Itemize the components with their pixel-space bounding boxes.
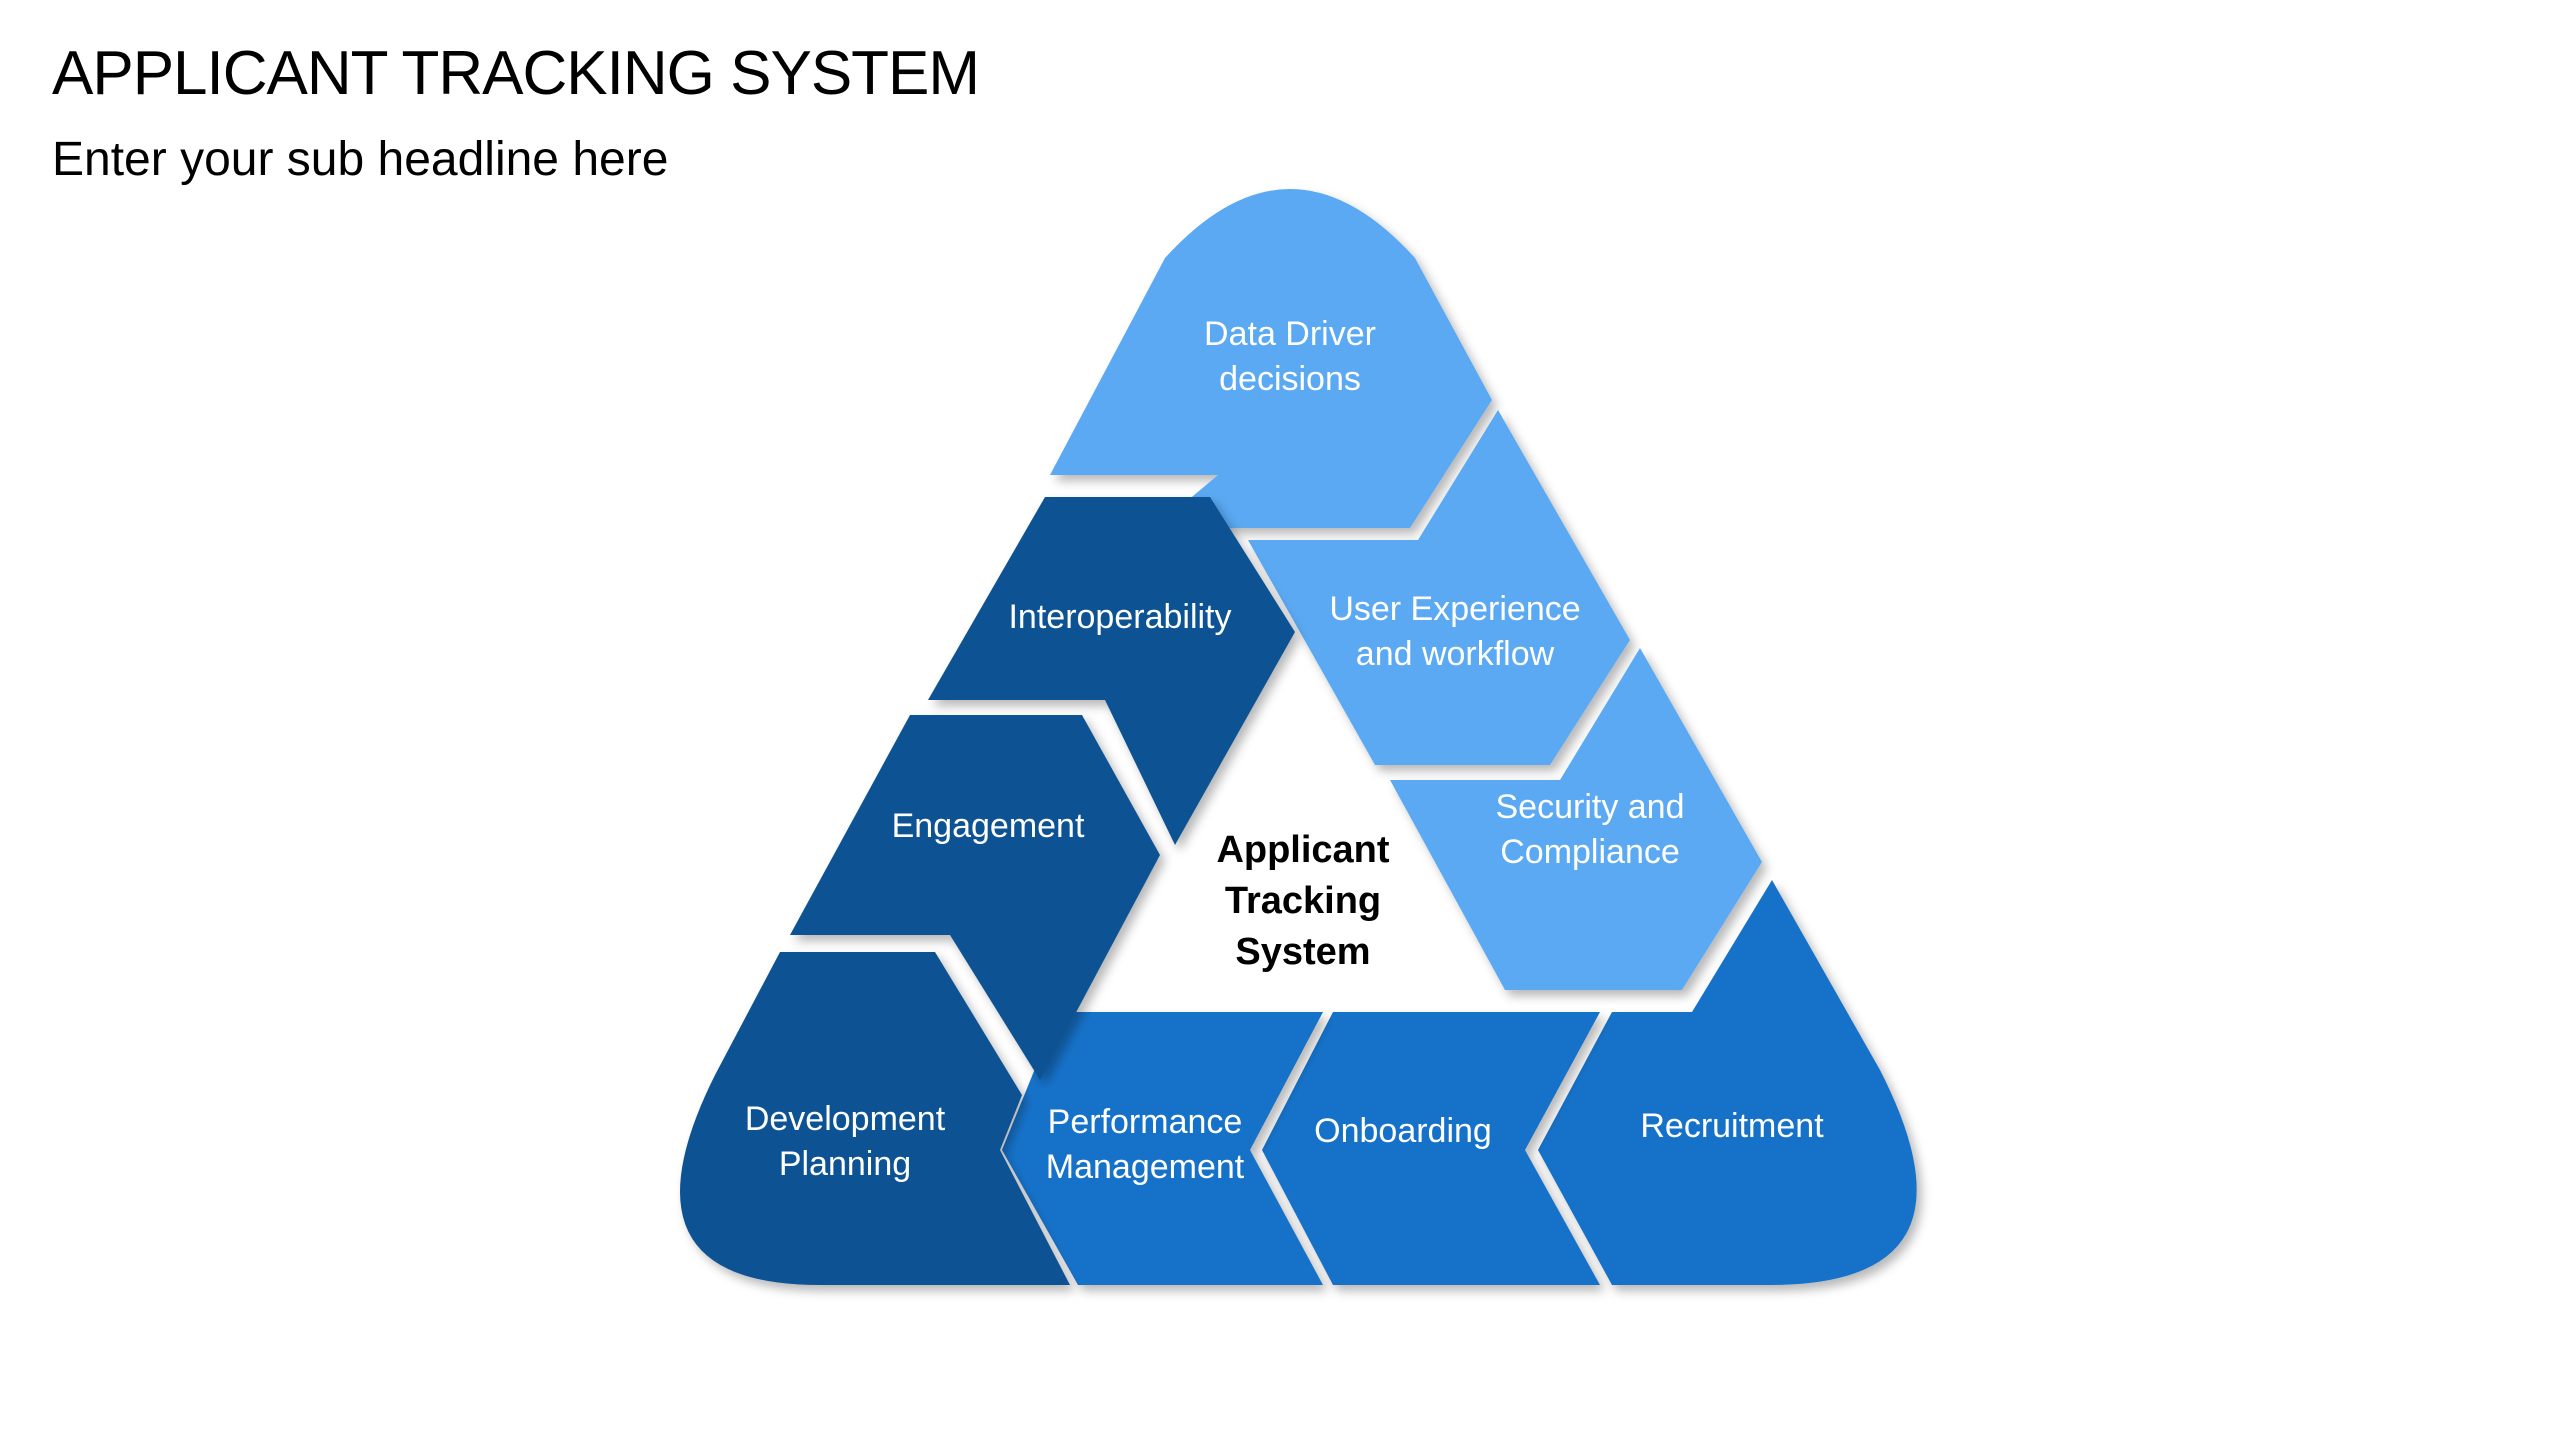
performance-label-1: Performance [1048,1103,1243,1141]
center-label-2: Tracking [1225,880,1381,922]
engagement-label: Engagement [892,807,1085,845]
security-label-2: Compliance [1500,833,1680,871]
segment-interoperability[interactable]: Interoperability [928,497,1295,845]
onboarding-label: Onboarding [1314,1112,1492,1150]
segment-security[interactable]: Security and Compliance [1390,648,1762,990]
center-label: Applicant Tracking System [1216,829,1389,973]
segment-engagement[interactable]: Engagement [790,715,1160,1080]
segment-performance[interactable]: Performance Management [1002,1012,1323,1285]
data-driver-label-1: Data Driver [1204,315,1376,353]
data-driver-label-2: decisions [1219,360,1361,398]
development-label-1: Development [745,1100,946,1138]
segment-data-driver[interactable]: Data Driver decisions [1050,189,1492,528]
page-title: APPLICANT TRACKING SYSTEM [52,39,980,108]
user-experience-label-1: User Experience [1329,590,1580,628]
segment-development[interactable]: Development Planning [680,952,1070,1285]
segment-recruitment[interactable]: Recruitment [1538,880,1917,1285]
development-label-2: Planning [779,1145,911,1183]
center-label-3: System [1235,931,1370,973]
interoperability-label: Interoperability [1008,598,1231,636]
page-subtitle: Enter your sub headline here [52,133,669,186]
center-label-1: Applicant [1216,829,1389,871]
security-label-1: Security and [1496,788,1685,826]
segment-onboarding[interactable]: Onboarding [1262,1012,1600,1285]
segment-user-experience[interactable]: User Experience and workflow [1248,410,1630,765]
recruitment-label: Recruitment [1640,1107,1824,1145]
user-experience-label-2: and workflow [1356,635,1555,673]
performance-label-2: Management [1046,1148,1245,1186]
